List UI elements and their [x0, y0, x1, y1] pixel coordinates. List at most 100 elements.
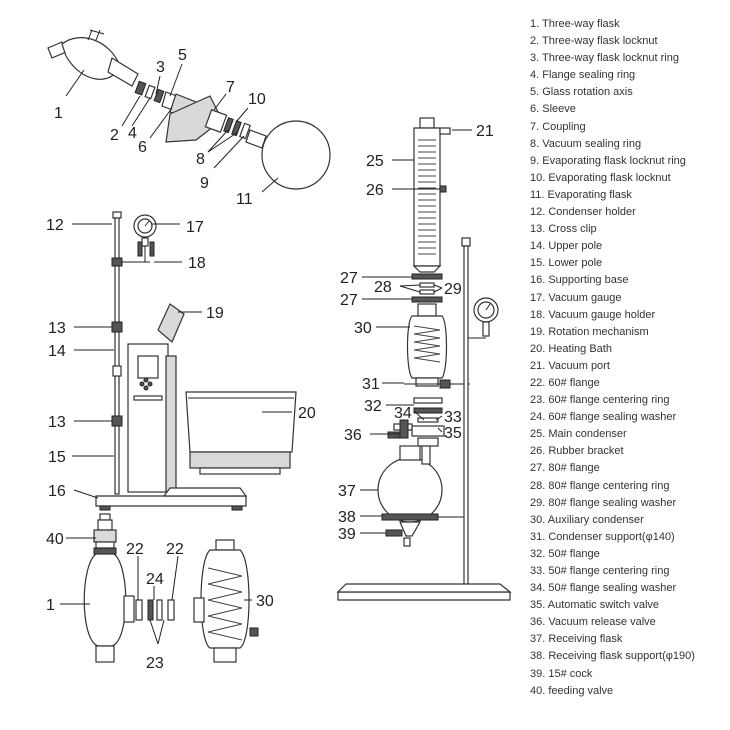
exploded-rotation-assembly: 1 2 3 4 5 6 7 8 9 10 11 — [47, 29, 331, 208]
callout-24: 24 — [146, 571, 164, 588]
heating-bath-drawing — [185, 391, 297, 475]
vacuum-release-valve-drawing — [399, 419, 409, 439]
exploded-flange-assembly: 40 1 22 22 24 23 30 — [46, 513, 274, 672]
callout-1: 1 — [54, 105, 63, 122]
callout-22b: 22 — [166, 541, 184, 558]
legend-item: 16. Supporting base — [530, 274, 629, 287]
coupling-drawing — [165, 95, 223, 143]
callout-34: 34 — [394, 405, 412, 422]
callout-14: 14 — [48, 343, 66, 360]
legend-item: 2. Three-way flask locknut — [530, 35, 658, 48]
legend-item: 38. Receiving flask support(φ190) — [530, 650, 695, 663]
callout-18: 18 — [188, 255, 206, 272]
callout-16: 16 — [48, 483, 66, 500]
pole-drawing — [114, 217, 120, 495]
legend-item: 29. 80# flange sealing washer — [530, 496, 677, 509]
callout-26: 26 — [366, 182, 384, 199]
legend-item: 23. 60# flange centering ring — [530, 394, 670, 407]
legend-item: 17. Vacuum gauge — [530, 291, 622, 304]
callout-33: 33 — [444, 409, 462, 426]
condenser-holder-drawing — [112, 211, 122, 219]
callout-22a: 22 — [126, 541, 144, 558]
callout-13b: 13 — [48, 414, 66, 431]
callout-9: 9 — [200, 175, 209, 192]
legend-item: 15. Lower pole — [530, 257, 603, 270]
callout-23: 23 — [146, 655, 164, 672]
legend-item: 8. Vacuum sealing ring — [530, 137, 642, 150]
callout-17: 17 — [186, 219, 204, 236]
callout-19: 19 — [206, 305, 224, 322]
legend-item: 30. Auxiliary condenser — [530, 513, 644, 526]
receiving-flask-drawing — [377, 445, 443, 523]
legend-item: 6. Sleeve — [530, 103, 576, 116]
callout-35: 35 — [444, 425, 462, 442]
legend-item: 36. Vacuum release valve — [530, 616, 656, 629]
legend-item: 18. Vacuum gauge holder — [530, 308, 656, 321]
callout-10: 10 — [248, 91, 266, 108]
legend-item: 31. Condenser support(φ140) — [530, 530, 675, 543]
callout-2: 2 — [110, 127, 119, 144]
legend-item: 1. Three-way flask — [530, 18, 620, 30]
right-vacuum-gauge-drawing — [468, 297, 499, 339]
legend-item: 19. Rotation mechanism — [530, 325, 649, 338]
legend-item: 9. Evaporating flask locknut ring — [530, 154, 686, 167]
callout-4: 4 — [128, 125, 137, 142]
legend-item: 40. feeding valve — [530, 684, 614, 697]
vacuum-gauge-drawing — [121, 214, 157, 263]
callout-30b: 30 — [256, 593, 274, 610]
evaporator-assembly: 12 17 18 19 13 14 13 15 16 20 — [46, 211, 316, 511]
legend-item: 26. Rubber bracket — [530, 445, 624, 458]
callout-36: 36 — [344, 427, 362, 444]
callout-39: 39 — [338, 526, 356, 543]
callout-3: 3 — [156, 59, 165, 76]
receiving-flask-support-drawing — [381, 513, 439, 521]
condenser-receiving-assembly: 21 25 26 27 28 29 27 30 31 32 34 33 35 3… — [336, 117, 512, 601]
three-way-flask-side-drawing — [83, 553, 127, 647]
three-way-flask-locknut-drawing — [134, 80, 147, 96]
legend-item: 21. Vacuum port — [530, 359, 610, 372]
legend-item: 13. Cross clip — [530, 223, 597, 236]
callout-30: 30 — [354, 320, 372, 337]
legend-item: 37. Receiving flask — [530, 633, 623, 646]
legend-item: 7. Coupling — [530, 120, 586, 133]
legend-item: 35. Automatic switch valve — [530, 599, 660, 612]
auxiliary-condenser-side-drawing — [193, 539, 259, 663]
callout-12: 12 — [46, 217, 64, 234]
legend-item: 12. Condenser holder — [530, 206, 636, 219]
callout-38: 38 — [338, 509, 356, 526]
callout-27b: 27 — [340, 292, 358, 309]
legend-item: 24. 60# flange sealing washer — [530, 411, 677, 424]
legend-item: 3. Three-way flask locknut ring — [530, 52, 679, 65]
three-way-flask-drawing — [47, 29, 139, 87]
legend-item: 11. Evaporating flask — [530, 188, 632, 201]
callout-28: 28 — [374, 279, 392, 296]
callout-32: 32 — [364, 398, 382, 415]
callout-11: 11 — [236, 191, 253, 208]
legend-item: 27. 80# flange — [530, 462, 600, 475]
callout-7: 7 — [226, 79, 235, 96]
callout-20: 20 — [298, 405, 316, 422]
callout-21: 21 — [476, 123, 494, 140]
callout-5: 5 — [178, 47, 187, 64]
legend-item: 4. Flange sealing ring — [530, 69, 636, 82]
legend-item: 10. Evaporating flask locknut — [530, 171, 671, 184]
supporting-base-drawing — [95, 495, 247, 507]
main-condenser-drawing — [412, 117, 451, 273]
rotation-mechanism-drawing — [127, 303, 185, 493]
callout-15: 15 — [48, 449, 66, 466]
callout-40: 40 — [46, 531, 64, 548]
legend-item: 20. Heating Bath — [530, 342, 612, 355]
cross-clip-lower-drawing — [111, 415, 123, 427]
legend-item: 33. 50# flange centering ring — [530, 565, 670, 577]
callout-8: 8 — [196, 151, 205, 168]
callout-37: 37 — [338, 483, 356, 500]
callout-27a: 27 — [340, 270, 358, 287]
callout-25: 25 — [366, 153, 384, 170]
legend-item: 34. 50# flange sealing washer — [530, 582, 677, 595]
callout-31: 31 — [362, 376, 380, 393]
legend-item: 25. Main condenser — [530, 428, 627, 441]
callout-1b: 1 — [46, 597, 55, 614]
cross-clip-upper-drawing — [111, 321, 123, 333]
right-base-drawing — [337, 591, 511, 601]
